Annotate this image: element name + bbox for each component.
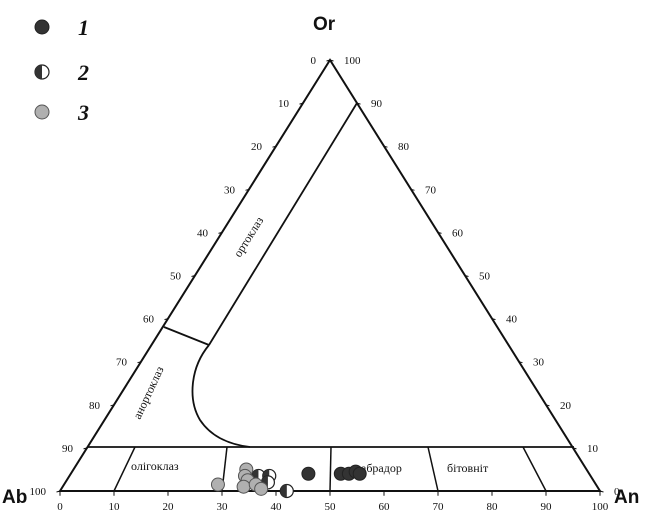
left-tick-10-mark <box>299 102 304 105</box>
bottom-tick-60: 60 <box>379 501 391 513</box>
right-tick-10: 10 <box>587 443 599 455</box>
left-tick-40: 40 <box>197 227 209 239</box>
boundary-curve <box>191 344 251 448</box>
right-tick-100: 100 <box>344 55 361 67</box>
left-tick-70-mark <box>137 361 142 364</box>
left-tick-90-mark <box>83 447 88 450</box>
data-points <box>210 462 367 499</box>
point-series-2-4 <box>279 483 294 499</box>
left-tick-40-mark <box>218 231 223 234</box>
left-tick-60: 60 <box>143 314 155 326</box>
right-tick-80: 80 <box>398 141 410 153</box>
legend-marker-filled <box>34 19 50 35</box>
divider-bytownite <box>427 446 439 492</box>
legend-label-2: 2 <box>77 60 89 85</box>
right-tick-30: 30 <box>533 357 545 369</box>
right-tick-50: 50 <box>479 271 491 283</box>
triangle-outline <box>58 58 602 492</box>
right-tick-20-mark <box>545 404 550 407</box>
bottom-tick-70: 70 <box>433 501 445 513</box>
vertex-label-ab: Ab <box>2 487 27 508</box>
legend-marker-half <box>34 64 50 80</box>
right-tick-70: 70 <box>425 184 437 196</box>
vertex-label-or: Or <box>313 14 336 35</box>
right-tick-100-mark <box>329 59 334 62</box>
left-tick-0-mark <box>326 59 331 62</box>
right-tick-80-mark <box>383 145 388 148</box>
point-series-1-5 <box>352 466 367 481</box>
right-tick-40: 40 <box>506 314 518 326</box>
left-tick-100-mark <box>56 490 61 493</box>
left-tick-90: 90 <box>62 443 74 455</box>
right-tick-20: 20 <box>560 400 572 412</box>
left-tick-70: 70 <box>116 357 128 369</box>
right-tick-90-mark <box>356 102 361 105</box>
legend-label-1: 1 <box>78 15 89 40</box>
bottom-tick-80: 80 <box>487 501 499 513</box>
tick-labels: 0102030405060708090100100908070605040302… <box>30 55 621 513</box>
right-tick-40-mark <box>491 318 496 321</box>
point-series-3-6 <box>254 481 269 496</box>
field-label-anorthoclase: анортоклаз <box>130 364 167 421</box>
field-label-oligoclase: олігоклаз <box>131 459 179 473</box>
legend: 1 2 3 <box>34 15 89 125</box>
left-tick-0: 0 <box>311 55 317 67</box>
legend-marker-grey <box>34 104 50 120</box>
right-tick-50-mark <box>464 275 469 277</box>
field-label-labradorite: лабрадор <box>355 461 402 475</box>
divider-oligoclase <box>113 446 136 492</box>
right-tick-0: 0 <box>614 486 620 498</box>
right-tick-60-mark <box>437 231 442 234</box>
divider-labradorite <box>329 446 332 492</box>
left-tick-80-mark <box>110 404 115 407</box>
left-tick-60-mark <box>164 318 169 321</box>
bottom-tick-20: 20 <box>163 501 175 513</box>
point-series-3-7 <box>210 477 225 492</box>
bottom-tick-0: 0 <box>57 501 63 513</box>
left-tick-50-mark <box>191 275 196 277</box>
point-series-1-1 <box>301 466 316 481</box>
bottom-tick-90: 90 <box>541 501 553 513</box>
left-tick-20: 20 <box>251 141 263 153</box>
bottom-tick-50: 50 <box>325 501 337 513</box>
right-tick-60: 60 <box>452 227 464 239</box>
vertex-label-an: An <box>614 487 639 508</box>
bottom-tick-40: 40 <box>271 501 283 513</box>
right-tick-0-mark <box>599 490 604 493</box>
left-tick-30-mark <box>245 188 250 191</box>
bottom-tick-100: 100 <box>592 501 609 513</box>
right-tick-10-mark <box>572 447 577 450</box>
right-tick-30-mark <box>518 361 523 364</box>
right-tick-90: 90 <box>371 98 383 110</box>
boundary-anorthoclase-top <box>163 326 210 346</box>
divider-anorthite <box>522 446 547 492</box>
bottom-tick-30: 30 <box>217 501 229 513</box>
right-tick-70-mark <box>410 188 415 191</box>
left-tick-50: 50 <box>170 271 182 283</box>
bottom-tick-10: 10 <box>109 501 121 513</box>
left-tick-20-mark <box>272 145 277 148</box>
boundary-or-90 <box>208 102 358 346</box>
field-label-orthoclase: ортоклаз <box>231 214 267 260</box>
legend-label-3: 3 <box>77 100 89 125</box>
left-tick-30: 30 <box>224 184 236 196</box>
left-tick-80: 80 <box>89 400 101 412</box>
left-tick-10: 10 <box>278 98 290 110</box>
field-label-bytownite: бітовніт <box>447 461 489 475</box>
left-tick-100: 100 <box>30 486 47 498</box>
point-series-3-4 <box>236 479 251 494</box>
